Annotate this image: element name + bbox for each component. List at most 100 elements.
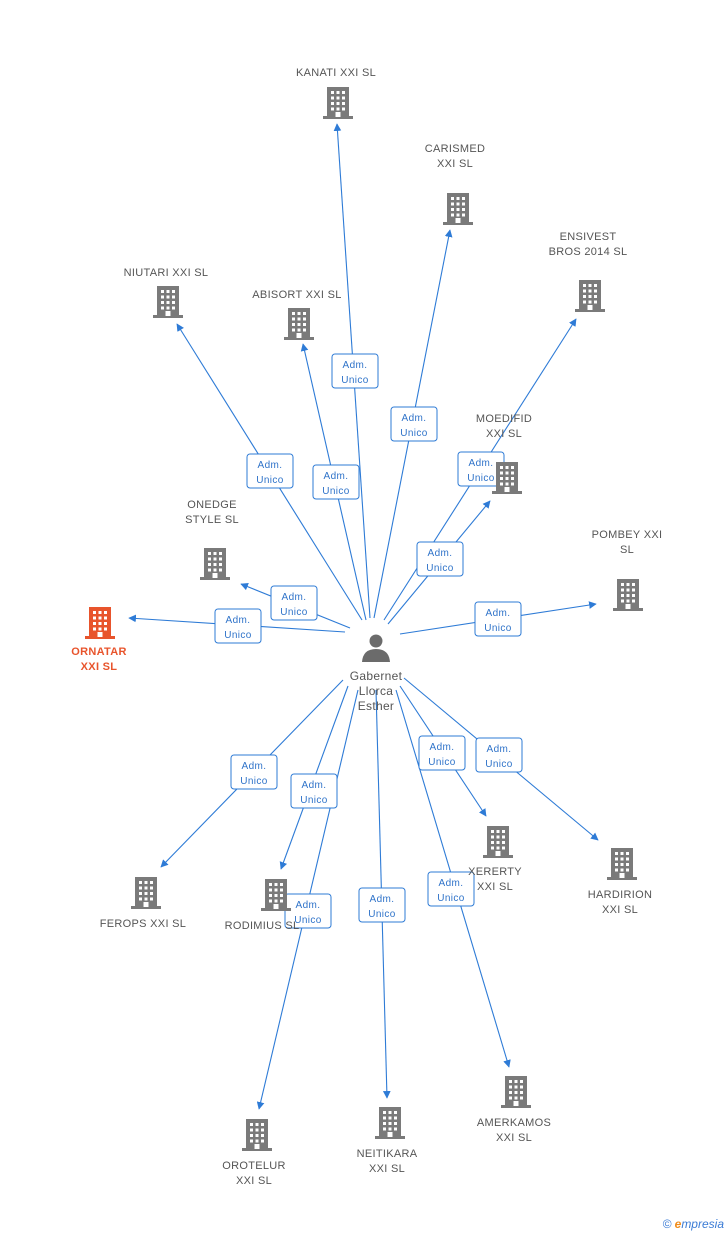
copyright-symbol: © [662, 1217, 672, 1231]
role-label: Unico [280, 607, 308, 618]
building-icon [85, 607, 115, 639]
role-label: Unico [322, 486, 350, 497]
role-label: Adm. [296, 900, 321, 911]
role-badge-moedifid[interactable]: Adm.Unico [416, 541, 464, 577]
role-label: Adm. [469, 458, 494, 469]
company-label: XXI SL [486, 428, 522, 440]
role-badge-carismed[interactable]: Adm. Unico [390, 406, 438, 442]
role-badge-orotelur[interactable]: Adm. Unico [284, 893, 332, 929]
building-icon [131, 877, 161, 909]
company-label: KANATI XXI SL [296, 67, 376, 79]
role-badge-ensivest[interactable]: Adm. Unico [457, 451, 505, 487]
company-node-carismed[interactable]: CARISMED XXI SL [425, 143, 485, 225]
building-icon [153, 286, 183, 318]
role-label: Unico [240, 776, 268, 787]
company-label: OROTELUR [222, 1160, 286, 1172]
role-label: Adm. [226, 615, 251, 626]
role-label: Unico [341, 375, 369, 386]
company-label: AMERKAMOS [477, 1117, 551, 1129]
role-label: Unico [400, 428, 428, 439]
building-icon [501, 1076, 531, 1108]
empresia-logo[interactable]: ©empresia [663, 1217, 724, 1231]
role-label: Adm. [487, 744, 512, 755]
company-label: POMBEY XXI [592, 529, 663, 541]
company-label: XXI SL [236, 1175, 272, 1187]
building-icon [575, 280, 605, 312]
building-icon [492, 462, 522, 494]
company-label: SL [620, 544, 634, 556]
brand-name: mpresia [681, 1217, 724, 1231]
role-label: Unico [426, 563, 454, 574]
person-label: Gabernet [350, 669, 403, 683]
company-label: ABISORT XXI SL [252, 289, 341, 301]
company-label: RODIMIUS SL [225, 920, 300, 932]
building-icon [261, 879, 291, 911]
company-label: NIUTARI XXI SL [124, 267, 209, 279]
role-badge-rodimius[interactable]: Adm. Unico [290, 773, 338, 809]
role-label: Unico [484, 623, 512, 634]
role-label: Unico [467, 473, 495, 484]
building-icon [375, 1107, 405, 1139]
role-badge-neitikara[interactable]: Adm.Unico [358, 887, 406, 923]
company-node-kanati[interactable]: KANATI XXI SL [296, 67, 376, 119]
company-node-ferops[interactable]: FEROPS XXI SL [100, 877, 186, 930]
building-icon [483, 826, 513, 858]
role-label: Unico [437, 893, 465, 904]
building-icon [200, 548, 230, 580]
company-label: CARISMED [425, 143, 485, 155]
company-label: XXI SL [496, 1132, 532, 1144]
company-node-moedifid[interactable]: MOEDIFID XXI SL [476, 413, 532, 494]
company-node-niutari[interactable]: NIUTARI XXI SL [124, 267, 209, 318]
company-node-abisort[interactable]: ABISORT XXI SL [252, 289, 341, 340]
role-label: Unico [428, 757, 456, 768]
company-label: HARDIRION [588, 889, 652, 901]
role-badge-abisort[interactable]: Adm.Unico [312, 464, 360, 500]
company-node-pombey[interactable]: POMBEY XXI SL [592, 529, 663, 611]
company-label: MOEDIFID [476, 413, 532, 425]
company-label: XXI SL [602, 904, 638, 916]
company-node-hardirion[interactable]: HARDIRION XXI SL [588, 848, 652, 916]
company-label: XXI SL [369, 1163, 405, 1175]
role-label: Adm. [302, 780, 327, 791]
building-icon [443, 193, 473, 225]
role-badge-ferops[interactable]: Adm. Unico [230, 754, 278, 790]
role-label: Adm. [402, 413, 427, 424]
company-node-xererty[interactable]: XERERTY XXI SL [468, 826, 522, 893]
role-badge-onedge[interactable]: Adm.Unico [270, 585, 318, 621]
role-label: Adm. [343, 360, 368, 371]
role-label: Adm. [430, 742, 455, 753]
role-label: Unico [300, 795, 328, 806]
role-badge-ornatar[interactable]: Adm.Unico [214, 608, 262, 644]
company-label: ORNATAR [71, 646, 126, 658]
person-label: Llorca [359, 684, 394, 698]
company-label: XERERTY [468, 866, 522, 878]
role-badge-hardirion[interactable]: Adm.Unico [475, 737, 523, 773]
company-label: STYLE SL [185, 514, 239, 526]
role-badge-xererty[interactable]: Adm. Unico [418, 735, 466, 771]
company-label: ONEDGE [187, 499, 236, 511]
building-icon [607, 848, 637, 880]
role-badge-kanati[interactable]: Adm. Unico [331, 353, 379, 389]
role-badge-niutari[interactable]: Adm.Unico [246, 453, 294, 489]
role-label: Unico [256, 475, 284, 486]
person-icon [362, 634, 390, 662]
role-badge-amerkamos[interactable]: Adm.Unico [427, 871, 475, 907]
company-node-onedge[interactable]: ONEDGE STYLE SL [185, 499, 239, 580]
role-badge-pombey[interactable]: Adm.Unico [474, 601, 522, 637]
role-label: Adm. [370, 894, 395, 905]
company-label: XXI SL [477, 881, 513, 893]
company-label: XXI SL [437, 158, 473, 170]
company-node-rodimius[interactable]: RODIMIUS SL [225, 879, 300, 932]
company-node-orotelur[interactable]: OROTELUR XXI SL [222, 1119, 286, 1187]
nodes-layer: KANATI XXI SL CARISMED XXI SL ENSIVESTBROS … [71, 67, 662, 1187]
role-label: Unico [294, 915, 322, 926]
company-node-amerkamos[interactable]: AMERKAMOS XXI SL [477, 1076, 551, 1144]
building-icon [613, 579, 643, 611]
role-label: Adm. [242, 761, 267, 772]
